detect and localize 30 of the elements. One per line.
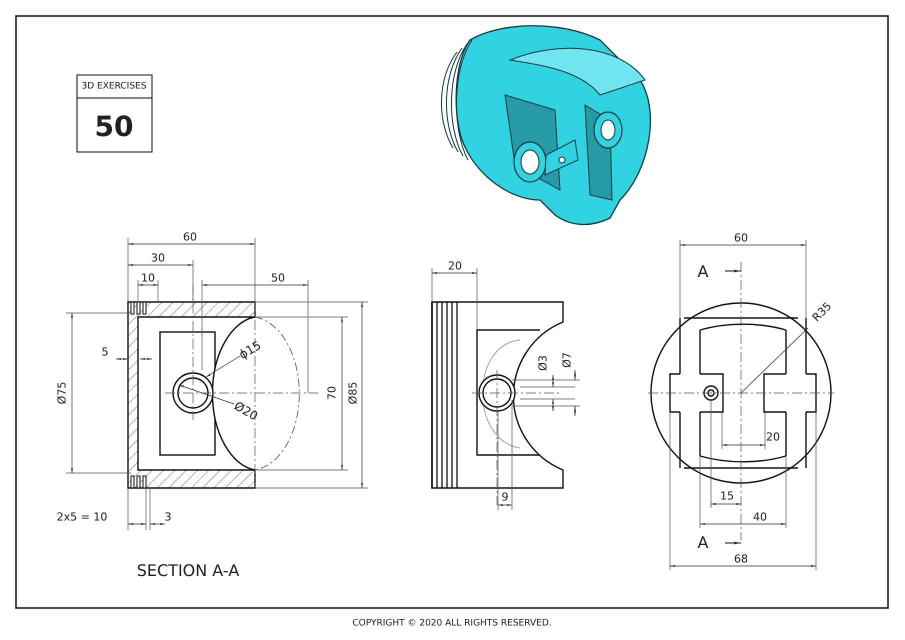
leader-line (740, 328, 808, 394)
title-block-heading: 3D EXERCISES (82, 82, 146, 92)
dimension-label: 60 (183, 232, 197, 242)
dimension-label: 60 (734, 232, 748, 244)
dimension-label: Ø85 (348, 382, 358, 404)
dimension-label: 30 (151, 252, 165, 264)
leader-line (206, 356, 240, 378)
dimension-label: 2x5 = 10 (56, 512, 108, 522)
dimension-label: Ø75 (56, 382, 68, 404)
dimension-label: 15 (720, 490, 734, 502)
dimension-label: 20 (766, 432, 780, 442)
dimension-label: ϕ15 (236, 339, 264, 361)
copyright-notice: COPYRIGHT © 2020 ALL RIGHTS RESERVED. (352, 620, 552, 628)
leader-line (178, 384, 234, 404)
dimension-label: 9 (502, 492, 508, 502)
dimension-label: 70 (326, 386, 338, 400)
exercise-number: 50 (94, 113, 134, 141)
dimension-label: 5 (102, 346, 108, 358)
dimension-label: Ø7 (562, 352, 572, 368)
dimension-label: 40 (753, 512, 767, 522)
dimension-label: 50 (271, 272, 285, 284)
dimension-label: 10 (141, 272, 155, 284)
dimension-label: Ø3 (538, 355, 548, 371)
dimension-label: 20 (448, 260, 462, 272)
view-caption: SECTION A-A (136, 563, 240, 579)
dimension-label: 68 (734, 554, 748, 564)
dimension-label: Ø20 (232, 400, 260, 422)
dimension-label: 3 (164, 512, 172, 522)
section-marker: A (698, 264, 708, 280)
section-marker: A (698, 535, 708, 551)
